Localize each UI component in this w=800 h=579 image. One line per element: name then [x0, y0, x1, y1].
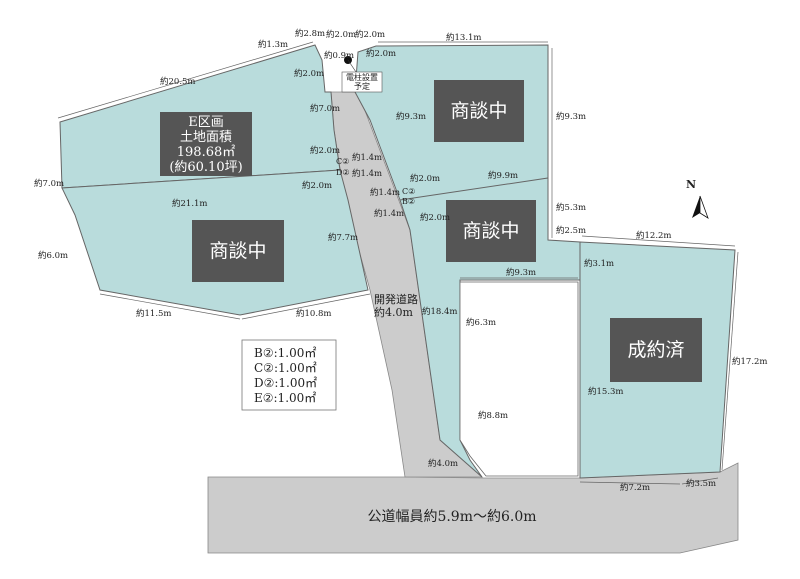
measure-label: 約6.0m: [38, 250, 68, 261]
measure-label: 約1.4m: [370, 187, 400, 198]
measure-label: 約2.0m: [420, 212, 450, 223]
lot-e-area-m2: 198.68㎡: [177, 145, 236, 160]
public-road-label: 公道幅員約5.9m〜約6.0m: [367, 509, 536, 525]
development-road-label: 開発道路: [374, 292, 418, 306]
measure-label: 約2.0m: [326, 29, 356, 40]
utility-pole-label-2: 予定: [354, 81, 370, 91]
measure-label: 約2.5m: [556, 225, 586, 236]
measure-label: 約5.3m: [556, 202, 586, 213]
status-tag-top-right: [434, 80, 524, 142]
measure-label: 約9.3m: [396, 111, 426, 122]
svg-text:N: N: [686, 178, 696, 191]
measure-label: 約2.0m: [294, 68, 324, 79]
measure-label: 約3.1m: [584, 258, 614, 269]
measure-label: 約9.3m: [506, 267, 536, 278]
measure-label: 約1.4m: [352, 168, 382, 179]
legend-box: [241, 339, 337, 411]
measure-label: 約2.0m: [302, 180, 332, 191]
measure-label: 約2.0m: [310, 145, 340, 156]
measure-label: 約2.0m: [355, 29, 385, 40]
legend-item: E②:1.00㎡: [254, 391, 316, 405]
measure-label: 約2.0m: [410, 173, 440, 184]
utility-pole-box: [341, 71, 383, 93]
status-tag-middle-label: 商談中: [462, 220, 519, 242]
development-road-width: 約4.0m: [374, 305, 413, 319]
dimension-lines: [57, 41, 739, 485]
measure-label: 約4.0m: [428, 458, 458, 469]
measure-label: 約7.2m: [620, 482, 650, 493]
measure-label: 約10.8m: [296, 308, 332, 319]
legend-item: C②:1.00㎡: [254, 361, 317, 375]
status-tag-lower-left: [192, 220, 284, 282]
measure-label: 約6.3m: [466, 317, 496, 328]
lot-e-info-box: [160, 112, 252, 176]
utility-pole-label-1: 電柱設置: [346, 72, 378, 82]
measure-label: 約9.9m: [488, 170, 518, 181]
lot-e-name: E区画: [188, 115, 224, 130]
measure-label: 約21.1m: [172, 198, 208, 209]
measure-label: 約12.2m: [636, 230, 672, 241]
lot-e-area-label: 土地面積: [180, 130, 232, 145]
legend-item: D②:1.00㎡: [254, 376, 317, 390]
status-tag-sold: [610, 318, 702, 382]
measure-label: 約15.3m: [588, 386, 624, 397]
lot-e-area-tsubo: (約60.10坪): [169, 160, 242, 175]
status-tag-top-right-label: 商談中: [450, 100, 507, 122]
measure-label: 約7.0m: [34, 178, 64, 189]
measure-label: 約2.0m: [366, 48, 396, 59]
measure-label: 約2.8m: [295, 28, 325, 39]
measure-label: 約7.0m: [310, 103, 340, 114]
legend-item: B②:1.00㎡: [254, 346, 316, 360]
status-tag-lower-left-label: 商談中: [209, 240, 266, 262]
measure-label: 約1.3m: [258, 39, 288, 50]
measure-label: 約1.4m: [352, 152, 382, 163]
excluded-area: [459, 281, 579, 477]
marker-d2: D②: [336, 168, 350, 177]
measure-label: 約3.5m: [686, 478, 716, 489]
status-tag-middle: [446, 200, 536, 262]
measure-label: 約13.1m: [446, 32, 482, 43]
marker-c2: C②: [336, 157, 349, 166]
north-arrow-icon: N: [686, 178, 709, 219]
measure-label: 約11.5m: [136, 308, 172, 319]
marker-b2: B②: [402, 197, 415, 206]
measure-label: 約0.9m: [324, 50, 354, 61]
measure-label: 約9.3m: [556, 111, 586, 122]
measure-label: 約8.8m: [478, 410, 508, 421]
status-tag-sold-label: 成約済: [627, 339, 684, 361]
marker-c2-right: C②: [402, 187, 415, 196]
measure-label: 約7.7m: [328, 232, 358, 243]
public-road: [207, 462, 739, 554]
measure-label: 約1.4m: [374, 208, 404, 219]
measure-label: 約20.5m: [160, 76, 196, 87]
measure-label: 約17.2m: [732, 356, 768, 367]
measurements: 約2.8m 約1.3m 約2.0m 約2.0m 約13.1m 約0.9m 約2.…: [34, 28, 768, 493]
measure-label: 約18.4m: [422, 306, 458, 317]
